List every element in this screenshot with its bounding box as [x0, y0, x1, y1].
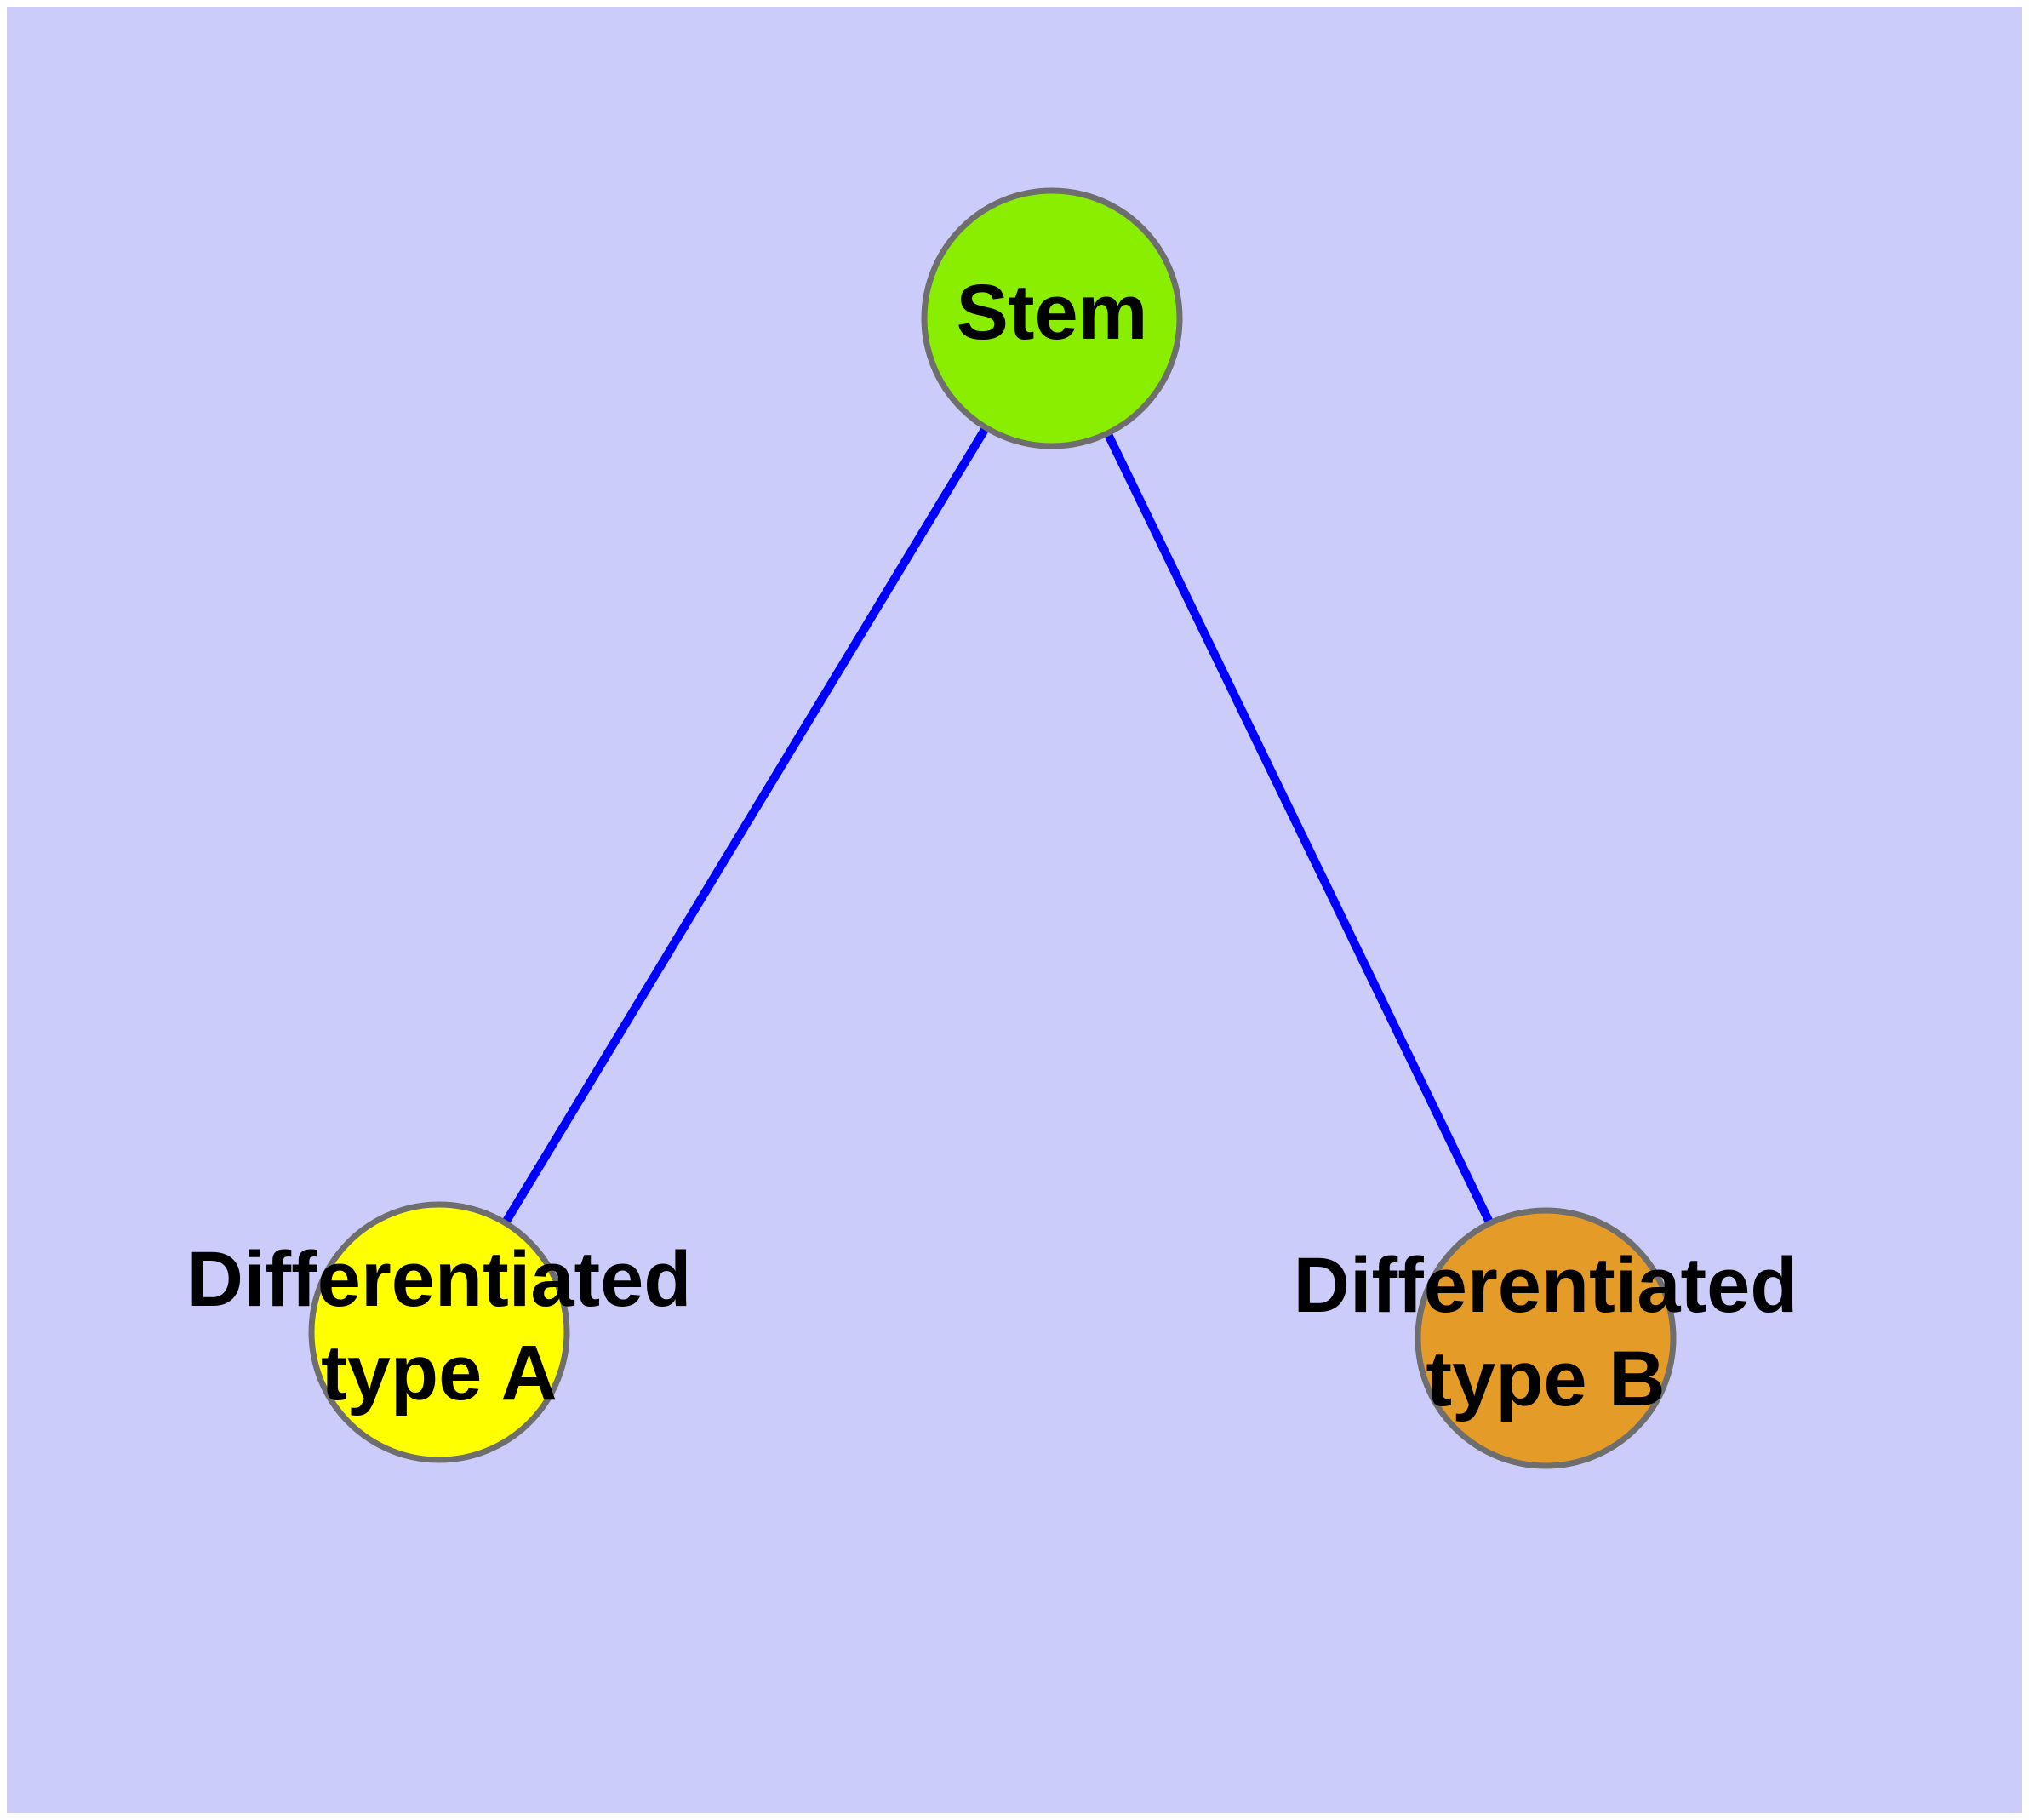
edges-layer [502, 426, 1494, 1224]
node-circle-stem[interactable] [921, 187, 1183, 449]
node-label-line: type A [321, 1330, 557, 1417]
node-label-line: Differentiated [187, 1236, 692, 1323]
node-circle-diff_a[interactable] [308, 1201, 570, 1463]
graph-edge-stem-to-diff_a[interactable] [502, 426, 989, 1224]
graph-edge-stem-to-diff_b[interactable] [1104, 432, 1494, 1224]
node-label-stem: Stem [957, 269, 1148, 356]
node-circle-diff_b[interactable] [1415, 1207, 1677, 1469]
node-label-line: type B [1426, 1336, 1665, 1422]
node-label-line: Differentiated [1294, 1242, 1798, 1329]
node-label-line: Stem [957, 269, 1148, 356]
